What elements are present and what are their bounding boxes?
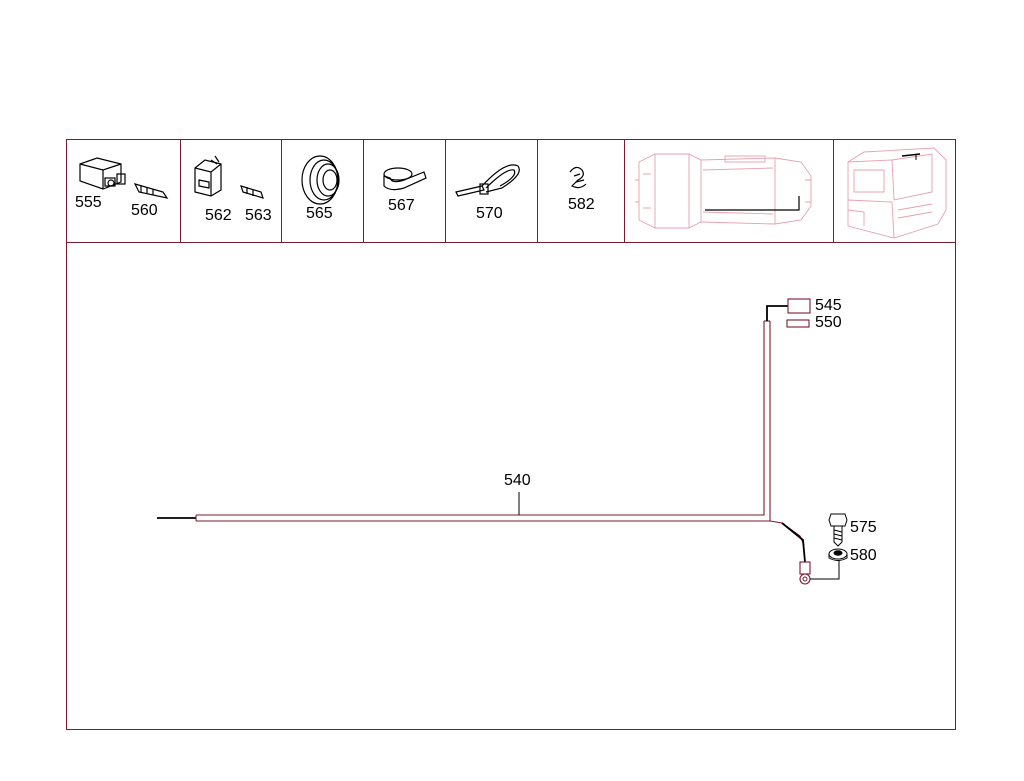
vehicle-top-view (625, 140, 834, 242)
part-label-565: 565 (306, 205, 333, 222)
parts-strip: 555 560 562 563 (67, 140, 955, 243)
ring-terminal-icon (799, 561, 811, 575)
part-cell-562-563[interactable]: 562 563 (181, 140, 282, 242)
part-cell-582[interactable]: 582 (538, 140, 625, 242)
connector-housing-icon (194, 155, 264, 199)
clip-icon (383, 167, 427, 191)
vehicle-top-view-icon (635, 153, 812, 229)
part-label-555: 555 (75, 194, 102, 211)
cable-tie-icon (455, 164, 520, 197)
vehicle-rear-view (834, 140, 955, 242)
connector-label-550: 550 (815, 314, 842, 331)
part-cell-555-560[interactable]: 555 560 (67, 140, 181, 242)
part-label-582: 582 (568, 196, 595, 213)
bolt-label-575: 575 (850, 519, 877, 536)
bolt-575-icon (828, 513, 848, 547)
part-label-570: 570 (476, 205, 503, 222)
connector-545-icon (787, 298, 811, 314)
part-label-567: 567 (388, 197, 415, 214)
spring-clip-icon (569, 166, 587, 189)
relay-connector-icon (79, 157, 169, 199)
part-cell-567[interactable]: 567 (364, 140, 446, 242)
part-cell-570[interactable]: 570 (446, 140, 538, 242)
washer-580-icon (828, 548, 848, 561)
part-cell-565[interactable]: 565 (282, 140, 364, 242)
diagram-frame: 555 560 562 563 (66, 139, 956, 730)
grommet-icon (301, 155, 340, 205)
washer-label-580: 580 (850, 547, 877, 564)
vehicle-rear-view-icon (847, 147, 947, 239)
harness-label-540: 540 (504, 472, 531, 489)
connector-label-545: 545 (815, 297, 842, 314)
part-label-560: 560 (131, 202, 158, 219)
connector-550-icon (786, 319, 810, 328)
part-label-562: 562 (205, 207, 232, 224)
part-label-563: 563 (245, 207, 272, 224)
